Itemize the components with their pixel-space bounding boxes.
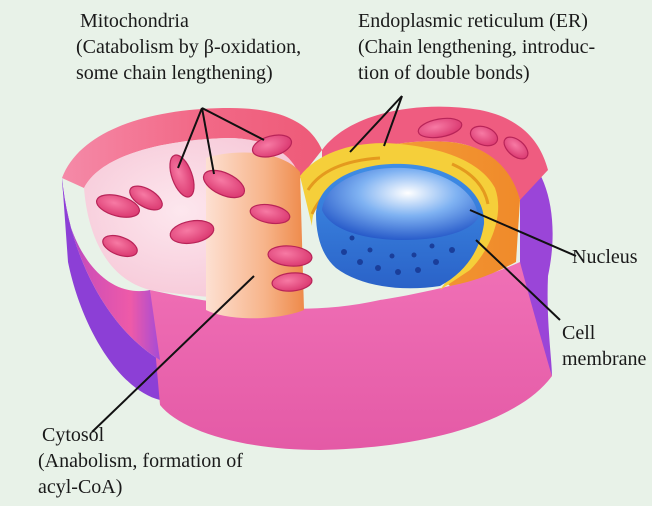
label-cytosol-title: Cytosol xyxy=(42,422,243,448)
label-mitochondria-line1: (Catabolism by β-oxidation, xyxy=(76,34,301,60)
label-cytosol-line1: (Anabolism, formation of xyxy=(38,448,243,474)
label-membrane-line2: membrane xyxy=(562,346,646,372)
label-er-line2: tion of double bonds) xyxy=(358,60,595,86)
label-mitochondria-title: Mitochondria xyxy=(80,8,301,34)
label-membrane-line1: Cell xyxy=(562,320,646,346)
label-er: Endoplasmic reticulum (ER) (Chain length… xyxy=(358,8,595,86)
label-er-title: Endoplasmic reticulum (ER) xyxy=(358,8,595,34)
label-mitochondria: Mitochondria (Catabolism by β-oxidation,… xyxy=(80,8,301,86)
label-nucleus-title: Nucleus xyxy=(572,244,638,270)
label-cell-membrane: Cell membrane xyxy=(562,320,646,372)
label-nucleus: Nucleus xyxy=(572,244,638,270)
label-er-line1: (Chain lengthening, introduc- xyxy=(358,34,595,60)
label-cytosol: Cytosol (Anabolism, formation of acyl-Co… xyxy=(42,422,243,500)
label-mitochondria-line2: some chain lengthening) xyxy=(76,60,301,86)
label-cytosol-line2: acyl-CoA) xyxy=(38,474,243,500)
